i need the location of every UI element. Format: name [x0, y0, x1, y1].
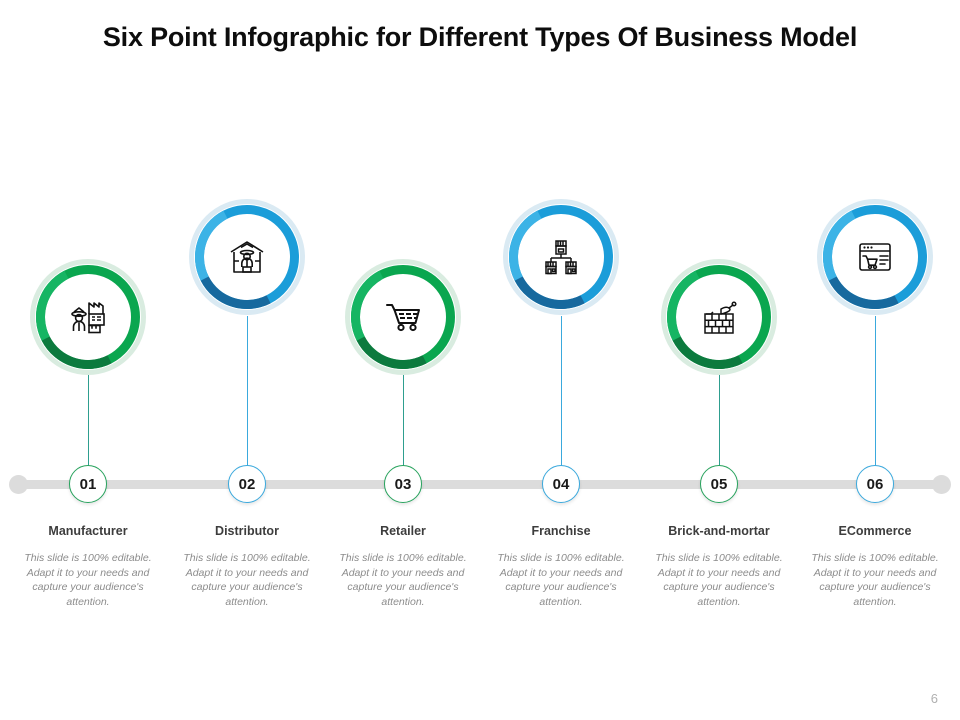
- warehouse-worker-icon: [230, 241, 264, 273]
- item-label: Retailer: [380, 524, 426, 538]
- item-description: This slide is 100% editable. Adapt it to…: [183, 552, 311, 608]
- step-number-badge[interactable]: 01: [69, 465, 107, 503]
- icon-medallion[interactable]: [809, 191, 941, 323]
- shopping-cart-icon: [386, 304, 420, 332]
- item-description: This slide is 100% editable. Adapt it to…: [497, 552, 625, 608]
- medallion-main-ring: [351, 265, 455, 369]
- connector-line: [874, 316, 876, 468]
- page-title: Six Point Infographic for Different Type…: [102, 22, 858, 52]
- medallion-inner-disc: [205, 215, 289, 299]
- step-number-badge[interactable]: 05: [700, 465, 738, 503]
- medallion-inner-disc: [46, 275, 130, 359]
- connector-line: [718, 375, 720, 468]
- icon-medallion[interactable]: [495, 191, 627, 323]
- item-label: ECommerce: [838, 524, 912, 538]
- medallion-inner-disc: [361, 275, 445, 359]
- icon-medallion[interactable]: [653, 251, 785, 383]
- medallion-inner-disc: [677, 275, 761, 359]
- item-label: Brick-and-mortar: [668, 524, 770, 538]
- medallion-outer-ring: [503, 199, 619, 315]
- medallion-outer-ring: [30, 259, 146, 375]
- item-label: Manufacturer: [48, 524, 128, 538]
- timeline-item-manufacturer[interactable]: 01 Manufacturer This slide is 100% edita…: [8, 0, 168, 720]
- timeline-item-franchise[interactable]: 04 Franchise This slide is 100% editable…: [481, 0, 641, 720]
- medallion-outer-ring: [817, 199, 933, 315]
- item-label: Distributor: [215, 524, 279, 538]
- timeline-bar: [14, 480, 946, 489]
- medallion-inner-disc: [833, 215, 917, 299]
- page-number: 6: [930, 691, 938, 706]
- icon-medallion[interactable]: [337, 251, 469, 383]
- medallion-main-ring: [667, 265, 771, 369]
- franchise-stores-hierarchy-icon: [545, 240, 577, 275]
- medallion-main-ring: [509, 205, 613, 309]
- step-number-badge[interactable]: 04: [542, 465, 580, 503]
- medallion-outer-ring: [345, 259, 461, 375]
- medallion-main-ring: [823, 205, 927, 309]
- medallion-inner-disc: [519, 215, 603, 299]
- medallion-outer-ring: [189, 199, 305, 315]
- browser-shopping-cart-icon: [859, 243, 891, 271]
- step-number-badge[interactable]: 06: [856, 465, 894, 503]
- brick-wall-trowel-icon: [704, 301, 737, 334]
- item-description: This slide is 100% editable. Adapt it to…: [339, 552, 467, 608]
- timeline-item-ecommerce[interactable]: 06 ECommerce This slide is 100% editable…: [795, 0, 955, 720]
- medallion-main-ring: [36, 265, 140, 369]
- connector-line: [87, 375, 89, 468]
- medallion-outer-ring: [661, 259, 777, 375]
- step-number-badge[interactable]: 02: [228, 465, 266, 503]
- item-description: This slide is 100% editable. Adapt it to…: [811, 552, 939, 608]
- step-number-badge[interactable]: 03: [384, 465, 422, 503]
- medallion-main-ring: [195, 205, 299, 309]
- factory-worker-icon: [71, 302, 105, 334]
- timeline-item-brick-and-mortar[interactable]: 05 Brick-and-mortar This slide is 100% e…: [639, 0, 799, 720]
- icon-medallion[interactable]: [181, 191, 313, 323]
- icon-medallion[interactable]: [22, 251, 154, 383]
- connector-line: [402, 375, 404, 468]
- item-description: This slide is 100% editable. Adapt it to…: [24, 552, 152, 608]
- connector-line: [246, 316, 248, 468]
- connector-line: [560, 316, 562, 468]
- timeline-item-retailer[interactable]: 03 Retailer This slide is 100% editable.…: [323, 0, 483, 720]
- timeline-item-distributor[interactable]: 02 Distributor This slide is 100% editab…: [167, 0, 327, 720]
- item-description: This slide is 100% editable. Adapt it to…: [655, 552, 783, 608]
- item-label: Franchise: [531, 524, 591, 538]
